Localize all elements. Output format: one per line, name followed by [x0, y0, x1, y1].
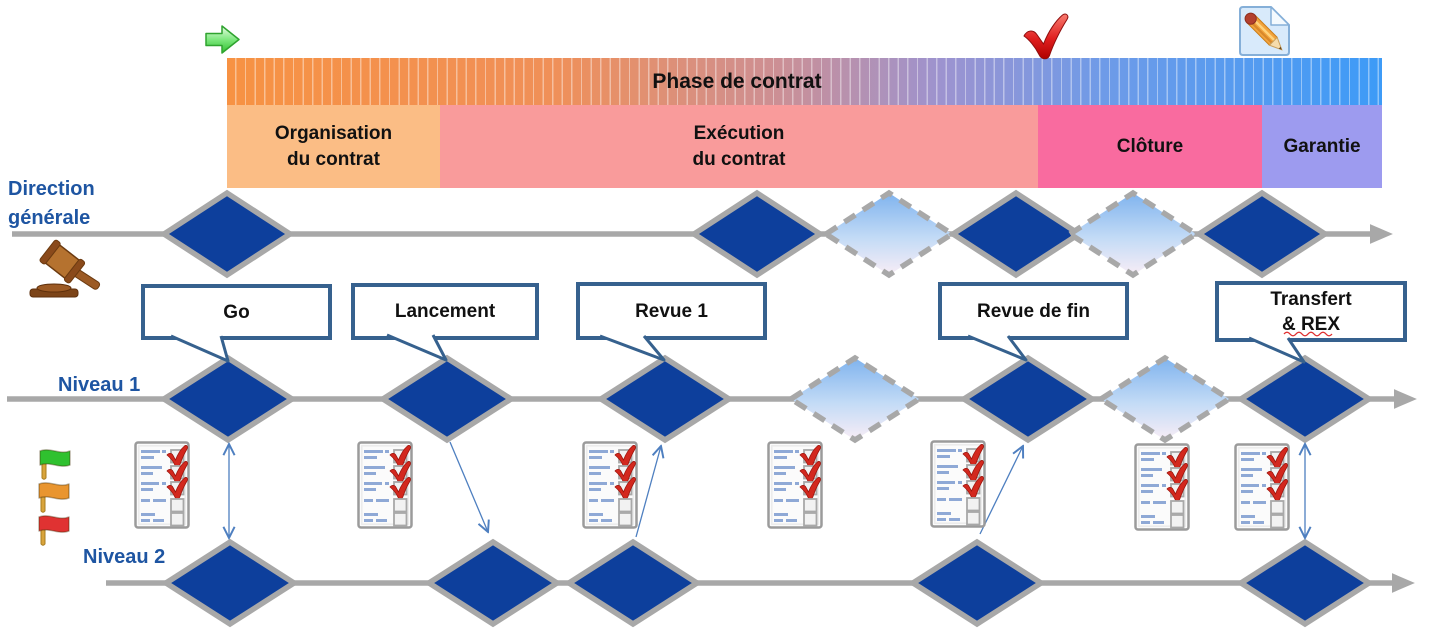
gavel-icon	[29, 239, 101, 298]
checklist-icon	[136, 443, 189, 528]
milestones-niveau-1	[158, 354, 1375, 444]
milestone-diamond	[688, 189, 826, 279]
checklist-icon	[769, 443, 822, 528]
milestone-diamond	[423, 538, 563, 628]
callout-shapes	[141, 281, 1407, 364]
milestone-diamond	[947, 189, 1085, 279]
callout-go: Go	[223, 301, 250, 323]
phase-garantie-label: Garantie	[1283, 135, 1361, 157]
milestone-diamond	[563, 538, 703, 628]
checklist-icon	[584, 443, 637, 528]
phase-banner: Phase de contrat	[227, 58, 1382, 105]
callout-tail	[967, 334, 1028, 362]
connector-arrow-up	[635, 446, 661, 538]
banner-title: Phase de contrat	[652, 69, 822, 93]
callout-lancement: Lancement	[394, 301, 496, 322]
phase-execution-label: Exécution du contrat	[692, 122, 786, 170]
callout-revue-1: Revue 1	[635, 300, 708, 322]
checklist-icon	[1136, 445, 1189, 530]
milestone-diamond-dashed	[1064, 189, 1202, 279]
milestones-direction-generale	[158, 189, 1331, 279]
phase-cloture: Clôture	[1038, 105, 1262, 188]
checklist-icon	[1236, 445, 1289, 530]
milestone-diamond	[907, 538, 1047, 628]
flag-red-icon	[38, 515, 70, 546]
flag-green-icon	[39, 449, 71, 480]
checkmark-icon	[1023, 13, 1069, 60]
milestone-diamond	[160, 538, 300, 628]
phase-organisation: Organisation du contrat	[227, 105, 440, 188]
level-connectors	[229, 441, 1305, 538]
callout-tail	[1248, 336, 1306, 364]
connector-arrow-up	[979, 446, 1023, 535]
phase-execution: Exécution du contrat	[440, 105, 1038, 188]
callout-transfert-rex: Transfert & REX	[1270, 288, 1352, 335]
lane-label-niveau-1: Niveau 1	[58, 374, 141, 396]
flag-orange-icon	[38, 482, 70, 513]
go-arrow-icon	[205, 25, 240, 54]
milestone-diamond	[1193, 189, 1331, 279]
phase-cloture-label: Clôture	[1116, 135, 1184, 157]
lane-label-niveau-2: Niveau 2	[83, 546, 166, 568]
milestone-diamond	[1235, 538, 1375, 628]
milestone-diamond	[595, 354, 735, 444]
phase-organisation-label: Organisation du contrat	[274, 122, 393, 170]
callout-revue-de-fin: Revue de fin	[977, 300, 1090, 322]
callout-tail	[386, 333, 448, 362]
milestone-diamond	[158, 354, 298, 444]
checklist-icon	[932, 442, 985, 527]
callout-tail	[170, 334, 230, 363]
connector-arrow-down	[449, 441, 488, 532]
callout-tail	[599, 334, 666, 362]
milestone-diamond-dashed	[1095, 354, 1235, 444]
milestone-diamond	[158, 189, 296, 279]
checklist-icon	[359, 443, 412, 528]
phase-garantie: Garantie	[1262, 105, 1382, 188]
milestone-diamond	[958, 354, 1098, 444]
milestone-diamond-dashed	[785, 354, 925, 444]
edit-note-icon	[1239, 6, 1290, 56]
milestone-diamond	[377, 354, 517, 444]
milestone-diamond	[1235, 354, 1375, 444]
milestones-niveau-2	[160, 538, 1375, 628]
lane-label-direction-generale: Direction générale	[8, 178, 95, 229]
milestone-diamond-dashed	[820, 189, 958, 279]
